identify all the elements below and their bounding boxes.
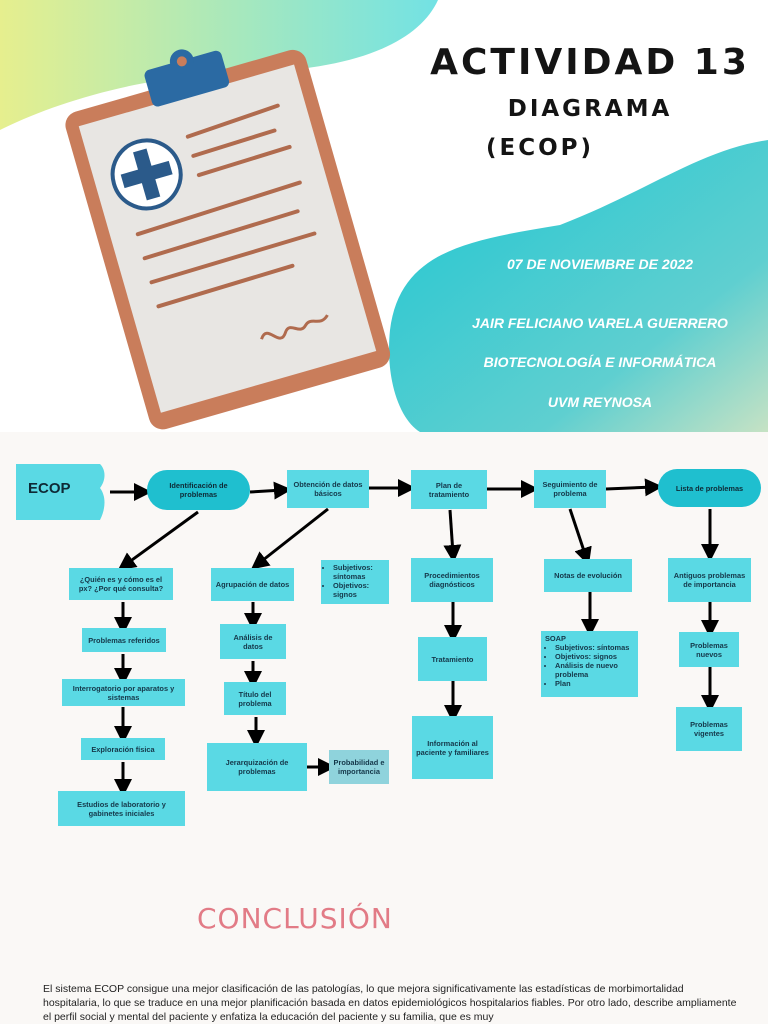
list-item: Análisis de nuevo problema: [555, 661, 634, 679]
node-agrupacion: Agrupación de datos: [211, 568, 294, 601]
list-item: Objetivos: signos: [333, 581, 387, 599]
title: ACTIVIDAD 13: [430, 42, 750, 83]
date-text: 07 DE NOVIEMBRE DE 2022: [507, 256, 693, 272]
node-plan: Plan de tratamiento: [411, 470, 487, 509]
conclusion-heading: CONCLUSIÓN: [197, 902, 393, 935]
list-item: Subjetivos: síntomas: [555, 643, 634, 652]
node-procedimientos: Procedimientos diagnósticos: [411, 558, 493, 602]
node-quien: ¿Quién es y cómo es el px? ¿Por qué cons…: [69, 568, 173, 600]
node-exploracion: Exploración física: [81, 738, 165, 760]
node-problemas-vigentes: Problemas vigentes: [676, 707, 742, 751]
node-obtencion: Obtención de datos básicos: [287, 470, 369, 508]
program-text: BIOTECNOLOGÍA E INFORMÁTICA: [483, 354, 717, 370]
node-estudios: Estudios de laboratorio y gabinetes inic…: [58, 791, 185, 826]
ecop-diagram: ECOP Identificación de problemas Obtenci…: [0, 432, 768, 1024]
author-text: JAIR FELICIANO VARELA GUERRERO: [472, 315, 728, 331]
node-titulo: Título del problema: [224, 682, 286, 715]
node-probabilidad: Probabilidad e importancia: [329, 750, 389, 784]
node-analisis: Análisis de datos: [220, 624, 286, 659]
node-antiguos: Antiguos problemas de importancia: [668, 558, 751, 602]
cover-section: ACTIVIDAD 13 DIAGRAMA (ECOP) 07 DE NOVIE…: [0, 0, 768, 432]
cover-background: [0, 0, 768, 432]
subtitle: DIAGRAMA: [507, 96, 673, 122]
node-notas-evolucion: Notas de evolución: [544, 559, 632, 592]
school-text: UVM REYNOSA: [547, 394, 653, 410]
conclusion-text: El sistema ECOP consigue una mejor clasi…: [43, 983, 737, 1023]
diagram-arrows: [16, 464, 719, 797]
list-item: Subjetivos: síntomas: [333, 563, 387, 581]
node-problemas-referidos: Problemas referidos: [82, 628, 166, 652]
right-blob: [389, 140, 768, 432]
node-lista: Lista de problemas: [658, 469, 761, 507]
node-problemas-nuevos: Problemas nuevos: [679, 632, 739, 667]
subtitle-ecop: (ECOP): [485, 135, 595, 161]
list-item: Objetivos: signos: [555, 652, 634, 661]
node-identificacion: Identificación de problemas: [147, 470, 250, 510]
node-tratamiento: Tratamiento: [418, 637, 487, 681]
ecop-root: ECOP: [28, 480, 71, 497]
node-interrogatorio: Interrogatorio por aparatos y sistemas: [62, 679, 185, 706]
list-item: Plan: [555, 679, 634, 688]
node-jerarquizacion: Jerarquización de problemas: [207, 743, 307, 791]
node-agrupacion-detalle: Subjetivos: síntomas Objetivos: signos: [321, 560, 389, 604]
clipboard-icon: [65, 49, 391, 430]
ecop-flag: [16, 464, 105, 520]
node-soap: SOAP Subjetivos: síntomas Objetivos: sig…: [541, 631, 638, 697]
node-informacion: Información al paciente y familiares: [412, 716, 493, 779]
node-seguimiento: Seguimiento de problema: [534, 470, 606, 508]
soap-title: SOAP: [545, 634, 566, 643]
